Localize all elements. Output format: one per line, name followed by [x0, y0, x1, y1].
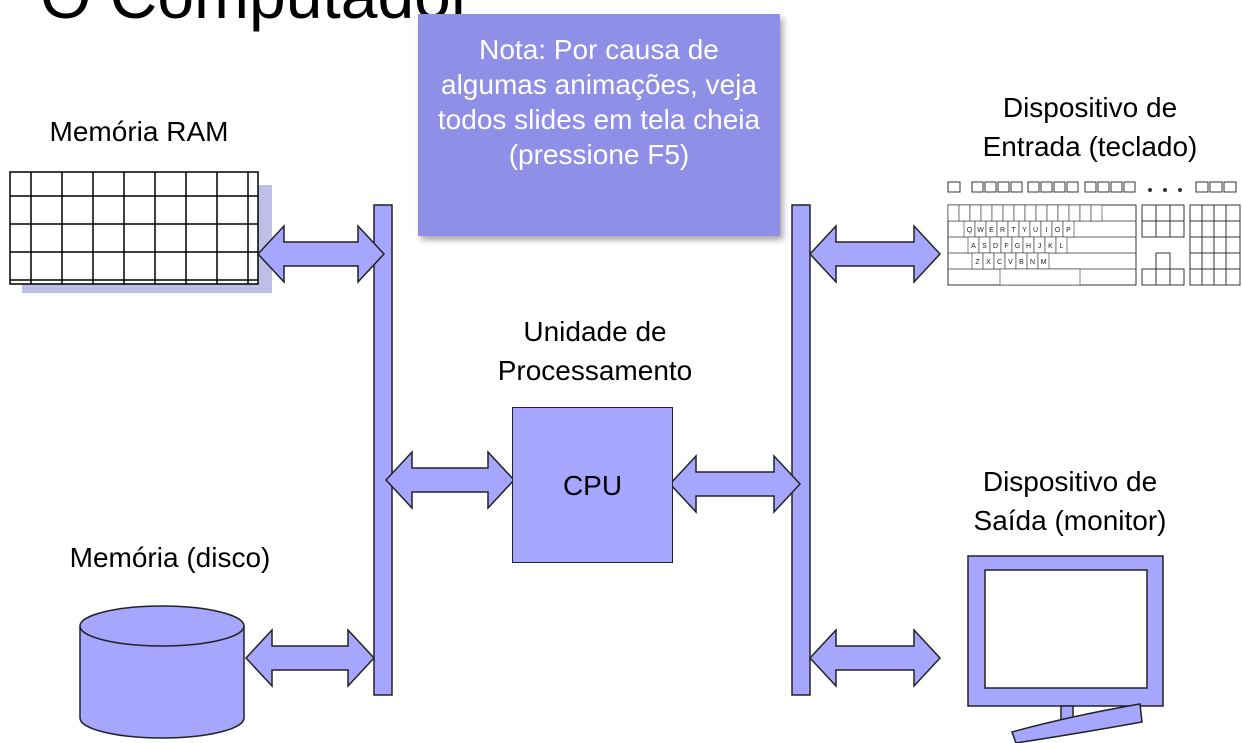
ram-bus-arrow [256, 224, 386, 284]
right-bus [791, 204, 811, 696]
keyboard-key [958, 204, 971, 222]
keyboard-spacebar [999, 268, 1081, 286]
keyboard-key-label: F [1004, 243, 1008, 250]
keyboard-key [969, 204, 982, 222]
input-device-label-line1: Dispositivo de [1002, 92, 1178, 123]
keyboard-bus-arrow [808, 224, 942, 284]
monitor-bus-arrow [808, 628, 942, 688]
keyboard-key-label: C [997, 259, 1002, 266]
keyboard-key [1057, 204, 1070, 222]
output-device-label-line2: Saída (monitor) [973, 505, 1167, 536]
keyboard-key-label: J [1038, 243, 1042, 250]
keyboard-key-label: D [993, 243, 998, 250]
keyboard-key-label: I [1046, 227, 1048, 234]
processing-unit-label-line2: Processamento [497, 355, 693, 386]
keyboard-key-label: P [1066, 227, 1071, 234]
ram-icon [9, 171, 272, 293]
keyboard-key-label: H [1026, 243, 1031, 250]
disk-label: Memória (disco) [69, 542, 271, 573]
cpu-left-arrow [384, 450, 516, 510]
keyboard-key-label: L [1060, 243, 1064, 250]
keyboard-key [1024, 204, 1037, 222]
keyboard-key-label: Q [967, 227, 973, 234]
monitor-icon [967, 555, 1164, 743]
keyboard-key-label: V [1008, 259, 1013, 266]
disk-icon [79, 605, 245, 739]
keyboard-key [1055, 236, 1068, 254]
keyboard-key-label: B [1019, 259, 1024, 266]
cpu-box: CPU [512, 407, 673, 563]
disk-bus-arrow [244, 628, 376, 688]
keyboard-key-label: U [1033, 227, 1038, 234]
slide-title: O Computador [40, 0, 473, 28]
keyboard-key [1046, 204, 1059, 222]
cpu-label: CPU [562, 470, 623, 501]
note-text: Nota: Por causa de algumas animações, ve… [437, 34, 761, 170]
keyboard-key [1002, 204, 1015, 222]
cpu-right-arrow [668, 454, 802, 514]
keyboard-key-label: T [1011, 227, 1016, 234]
keyboard-key-label: X [986, 259, 991, 266]
left-bus [373, 204, 393, 696]
keyboard-key-label: E [989, 227, 994, 234]
keyboard-key-label: O [1055, 227, 1061, 234]
keyboard-key-label: W [977, 227, 984, 234]
keyboard-key-label: N [1030, 259, 1035, 266]
keyboard-key-label: Y [1022, 227, 1027, 234]
keyboard-key-label: Z [975, 259, 980, 266]
keyboard-key [1079, 204, 1092, 222]
keyboard-key-label: S [982, 243, 987, 250]
keyboard-key [1013, 204, 1026, 222]
keyboard-key [1035, 204, 1048, 222]
keyboard-key-label: R [1000, 227, 1005, 234]
note-box: Nota: Por causa de algumas animações, ve… [418, 14, 780, 236]
keyboard-key [991, 204, 1004, 222]
keyboard-key-label: A [971, 243, 976, 250]
keyboard-key-label: G [1015, 243, 1020, 250]
keyboard-key [980, 204, 993, 222]
keyboard-key [1090, 204, 1103, 222]
keyboard-key [947, 204, 960, 222]
keyboard-key-label: M [1041, 259, 1047, 266]
keyboard-key-label: K [1048, 243, 1053, 250]
input-device-label-line2: Entrada (teclado) [982, 131, 1198, 162]
processing-unit-label-line1: Unidade de [523, 316, 667, 347]
keyboard-key [1068, 204, 1081, 222]
ram-label: Memória RAM [49, 116, 229, 147]
output-device-label-line1: Dispositivo de [982, 466, 1158, 497]
